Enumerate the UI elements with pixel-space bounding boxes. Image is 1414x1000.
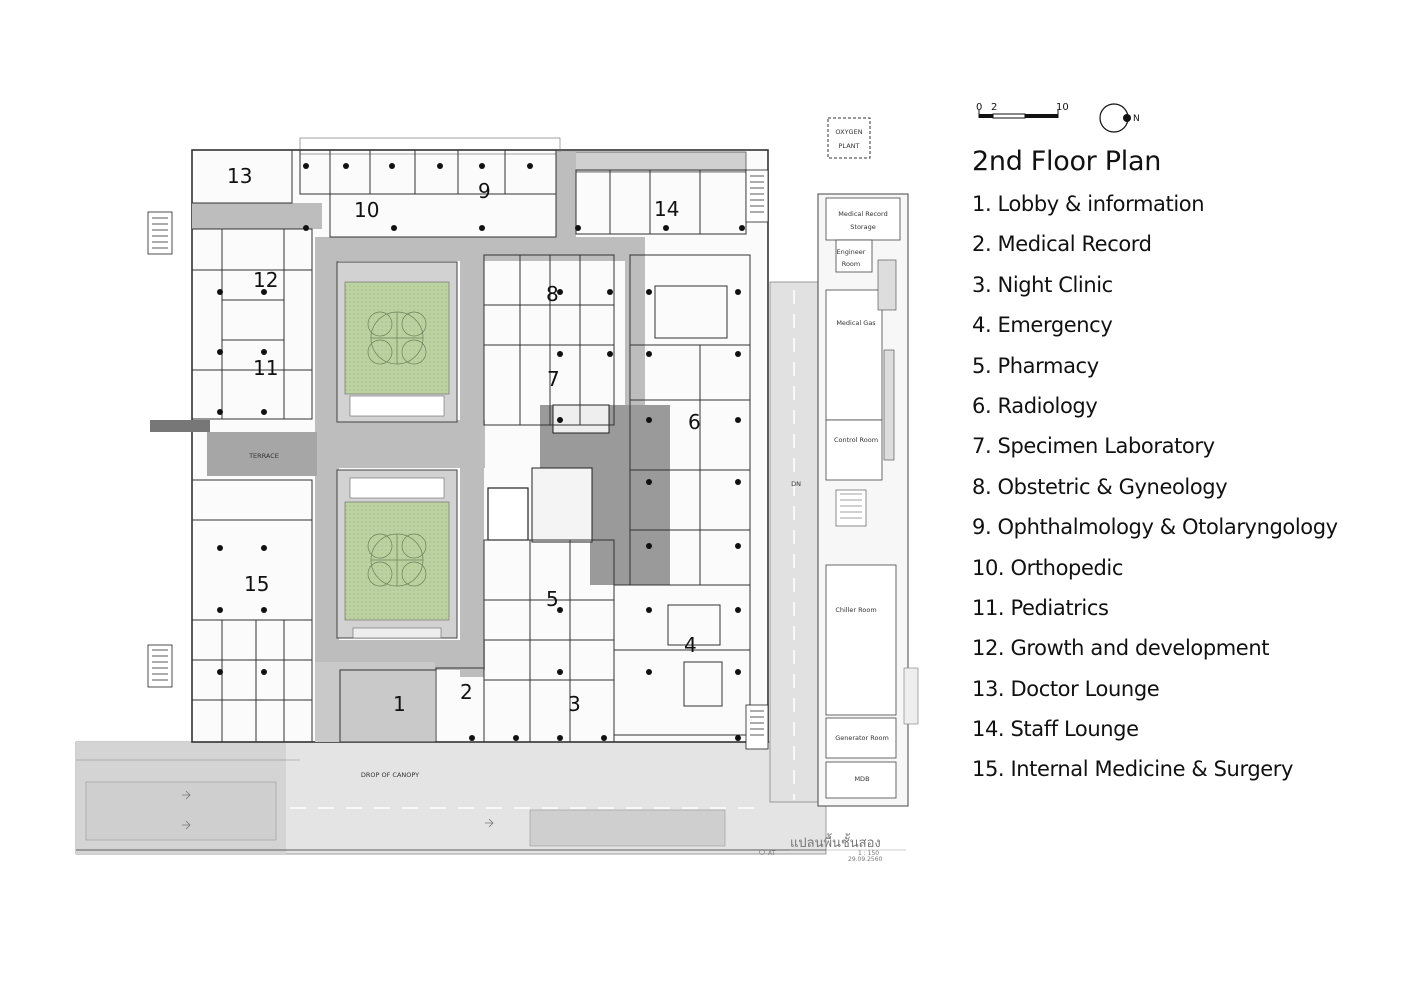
zone-number-1: 1	[393, 692, 406, 716]
oxygen-plant-label-2: PLANT	[839, 142, 860, 150]
zone-number-14: 14	[654, 197, 679, 221]
zone-number-12: 12	[253, 268, 278, 292]
legend-item: 14. Staff Lounge	[972, 717, 1139, 742]
stairs	[147, 169, 769, 750]
zone-number-9: 9	[478, 179, 491, 203]
medical-record-storage-label-2: Storage	[850, 223, 875, 231]
zone-number-4: 4	[684, 633, 697, 657]
room-walls	[191, 149, 751, 743]
courtyards	[336, 261, 458, 639]
north-label: N	[1133, 114, 1140, 124]
oxygen-plant-label-1: OXYGEN	[835, 128, 862, 136]
terrace-label: TERRACE	[248, 452, 279, 460]
drawing-date-text: 29.09.2560	[848, 856, 883, 863]
legend-item: 8. Obstetric & Gyneology	[972, 474, 1228, 499]
mdb-label: MDB	[854, 775, 869, 783]
zone-number-5: 5	[546, 587, 559, 611]
medical-record-storage-label-1: Medical Record	[838, 210, 887, 218]
oxygen-plant-box	[827, 117, 871, 159]
scale-bar	[978, 110, 1059, 119]
chiller-room-label: Chiller Room	[835, 606, 876, 614]
zone-number-6: 6	[688, 410, 701, 434]
corridors	[150, 152, 645, 742]
engineer-room-label-1: Engineer	[837, 248, 866, 256]
legend-item: 1. Lobby & information	[972, 192, 1205, 216]
zone-number-10: 10	[354, 198, 379, 222]
at-mark: AT	[768, 850, 776, 857]
legend-item: 13. Doctor Lounge	[972, 676, 1160, 701]
generator-room-label: Generator Room	[835, 734, 889, 742]
zone-number-13: 13	[227, 164, 252, 188]
legend-item: 5. Pharmacy	[972, 353, 1099, 378]
zone-number-3: 3	[568, 692, 581, 716]
engineer-room-label-2: Room	[842, 260, 861, 268]
legend-item: 11. Pediatrics	[972, 595, 1109, 620]
drawing-scale-text: 1 : 150	[858, 850, 879, 857]
legend-item: 3. Night Clinic	[972, 272, 1113, 297]
down-ramp-label: DN	[791, 480, 801, 488]
legend-item: 7. Specimen Laboratory	[972, 434, 1215, 459]
legend-item: 4. Emergency	[972, 313, 1113, 338]
zone-number-8: 8	[546, 282, 559, 306]
legend-item: 10. Orthopedic	[972, 555, 1123, 580]
legend: 2nd Floor Plan 1. Lobby & information 2.…	[972, 146, 1392, 797]
zone-number-15: 15	[244, 572, 269, 596]
zone-number-2: 2	[460, 680, 473, 704]
scale-label-0: 0	[976, 102, 982, 113]
legend-item: 12. Growth and development	[972, 636, 1270, 661]
service-building	[817, 193, 919, 807]
zone-number-7: 7	[547, 367, 560, 391]
drawing-thai-title: แปลนพื้นชั้นสอง	[790, 833, 881, 851]
drop-off-canopy-label: DROP OF CANOPY	[361, 771, 419, 779]
legend-item: 15. Internal Medicine & Surgery	[972, 757, 1294, 782]
scale-label-2: 2	[991, 102, 997, 113]
columns	[217, 163, 745, 741]
legend-item: 6. Radiology	[972, 393, 1098, 418]
medical-gas-label: Medical Gas	[836, 319, 876, 327]
north-arrow-icon	[1099, 103, 1131, 133]
legend-title: 2nd Floor Plan	[972, 146, 1162, 177]
legend-item: 9. Ophthalmology & Otolaryngology	[972, 515, 1338, 540]
scale-label-10: 10	[1056, 102, 1069, 113]
drawing-title-block: แปลนพื้นชั้นสอง 1 : 150 29.09.2560 AT	[759, 833, 906, 863]
zone-number-11: 11	[253, 356, 278, 380]
legend-item: 2. Medical Record	[972, 232, 1152, 257]
road-area	[75, 281, 827, 855]
legend-list: 1. Lobby & information 2. Medical Record…	[972, 191, 1392, 797]
control-room-label: Control Room	[834, 436, 878, 444]
